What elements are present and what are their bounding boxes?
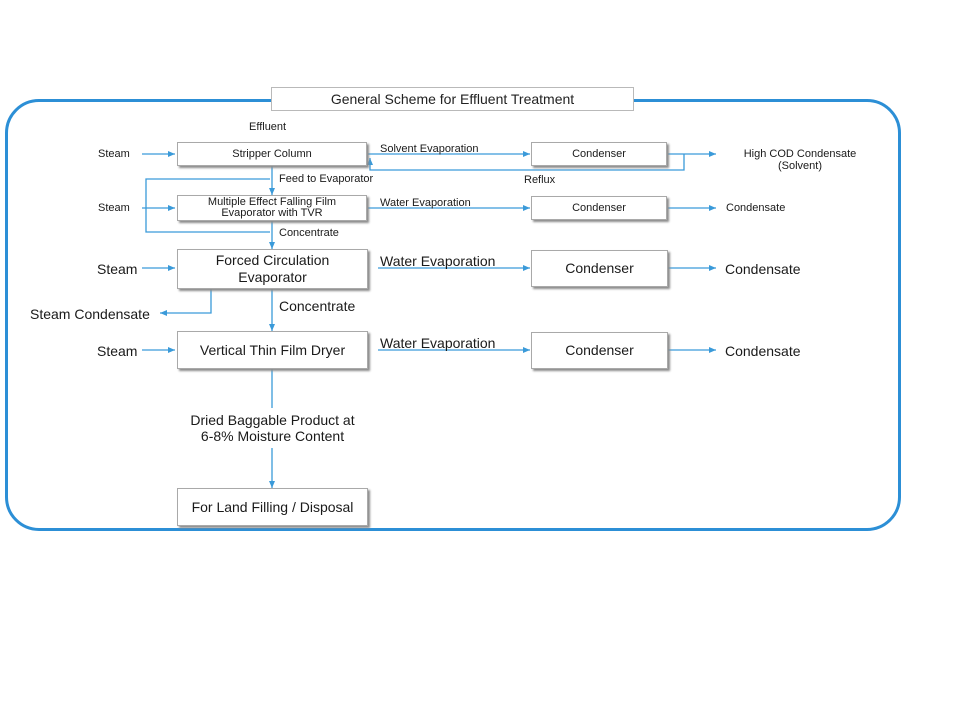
steam-label-1: Steam — [98, 148, 130, 160]
vtfd-text: Vertical Thin Film Dryer — [199, 341, 346, 358]
diagram-title: General Scheme for Effluent Treatment — [271, 87, 634, 111]
stripper-column-text: Stripper Column — [232, 147, 312, 160]
high-cod-line-2: (Solvent) — [777, 160, 823, 172]
concentrate-label-1: Concentrate — [279, 227, 339, 239]
water-evaporation-label-1: Water Evaporation — [380, 197, 471, 209]
steam-label-2: Steam — [98, 202, 130, 214]
condensate-label-3: Condensate — [725, 343, 801, 359]
water-evaporation-label-2: Water Evaporation — [380, 253, 496, 269]
dried-product-label: Dried Baggable Product at 6-8% Moisture … — [170, 412, 375, 444]
reflux-arrow — [367, 154, 685, 171]
land-filling-disposal-box: For Land Filling / Disposal — [177, 488, 368, 526]
product-line-2: 6-8% Moisture Content — [200, 428, 345, 444]
steam-condensate-label: Steam Condensate — [30, 306, 150, 322]
mee-text-line-1: Multiple Effect Falling Film — [207, 196, 337, 208]
stripper-column-box: Stripper Column — [177, 142, 367, 166]
effluent-label: Effluent — [249, 121, 287, 133]
steam-label-3: Steam — [97, 261, 138, 277]
high-cod-line-1: High COD Condensate — [743, 148, 857, 160]
high-cod-condensate-label: High COD Condensate (Solvent) — [724, 148, 876, 172]
condenser-box-1: Condenser — [531, 142, 667, 166]
steam-condensate-arrow — [160, 288, 212, 316]
steam-label-4: Steam — [97, 343, 138, 359]
disposal-text: For Land Filling / Disposal — [191, 498, 354, 515]
product-line-1: Dried Baggable Product at — [190, 412, 355, 428]
fce-text-line-2: Evaporator — [238, 269, 307, 285]
mee-text-line-2: Evaporator with TVR — [221, 207, 323, 219]
forced-circulation-evaporator-box: Forced Circulation Evaporator — [177, 249, 368, 289]
condenser-box-3: Condenser — [531, 250, 668, 287]
solvent-evaporation-label: Solvent Evaporation — [380, 143, 479, 155]
water-evaporation-label-3: Water Evaporation — [380, 335, 496, 351]
condensate-label-1: Condensate — [726, 202, 786, 214]
mee-recycle-line — [145, 178, 270, 233]
mee-evaporator-box: Multiple Effect Falling Film Evaporator … — [177, 195, 367, 221]
condenser-box-2: Condenser — [531, 196, 667, 220]
condensate-label-2: Condensate — [725, 261, 801, 277]
condenser-text-3: Condenser — [565, 260, 634, 276]
condenser-box-4: Condenser — [531, 332, 668, 369]
concentrate-label-2: Concentrate — [279, 298, 356, 314]
condenser-text-4: Condenser — [565, 342, 634, 358]
condenser-text-2: Condenser — [572, 201, 626, 214]
feed-to-evaporator-label: Feed to Evaporator — [279, 173, 374, 185]
condenser-text-1: Condenser — [572, 147, 626, 160]
reflux-label: Reflux — [524, 174, 556, 186]
fce-text-line-1: Forced Circulation — [215, 252, 330, 268]
vertical-thin-film-dryer-box: Vertical Thin Film Dryer — [177, 331, 368, 369]
